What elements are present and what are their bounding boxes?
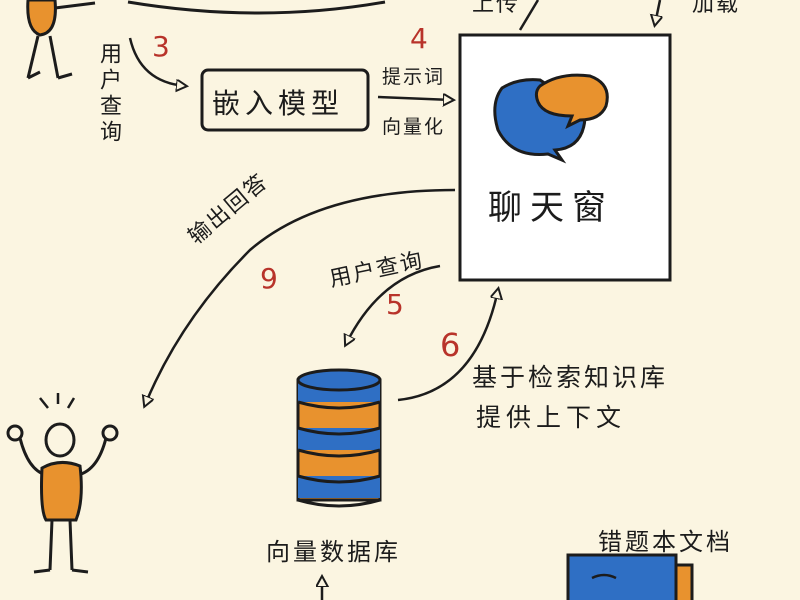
step-3-label: 用户查询 — [96, 42, 121, 146]
chat-bubbles-icon — [493, 73, 609, 164]
wrong-questions-doc-label: 错题本文档 — [598, 528, 733, 556]
upload-arrow-partial — [518, 0, 540, 31]
load-label-partial: 加载 — [692, 0, 741, 17]
top-curve — [127, 0, 386, 15]
step-3-number: 3 — [152, 30, 170, 63]
step-5-number: 5 — [386, 288, 404, 321]
step-9-number: 9 — [260, 262, 278, 295]
step-4-label-bottom: 向量化 — [382, 116, 446, 138]
arrow-step-5 — [346, 264, 441, 344]
chat-window-panel — [458, 33, 672, 282]
embedding-model-box — [200, 68, 370, 132]
document-icon — [566, 553, 694, 600]
chat-window-label: 聊天窗 — [488, 188, 614, 228]
top-user-figure — [26, 0, 96, 80]
step-6-label-line2: 提供上下文 — [476, 403, 627, 432]
arrow-step-6 — [397, 290, 498, 402]
bottom-user-figure — [6, 393, 119, 574]
step-6-number: 6 — [440, 326, 461, 364]
vector-db-icon — [296, 368, 382, 508]
step-4-number: 4 — [410, 22, 428, 55]
upload-label-partial: 上传 — [472, 0, 521, 17]
arrow-step-4 — [377, 97, 452, 100]
vector-db-label: 向量数据库 — [266, 538, 401, 566]
step-6-label-line1: 基于检索知识库 — [472, 363, 669, 392]
arrow-step-3 — [128, 37, 185, 86]
arrow-step-9 — [145, 188, 456, 405]
step-4-label-top: 提示词 — [382, 66, 446, 88]
load-arrow-partial — [655, 0, 660, 24]
embedding-model-label: 嵌入模型 — [212, 87, 345, 120]
